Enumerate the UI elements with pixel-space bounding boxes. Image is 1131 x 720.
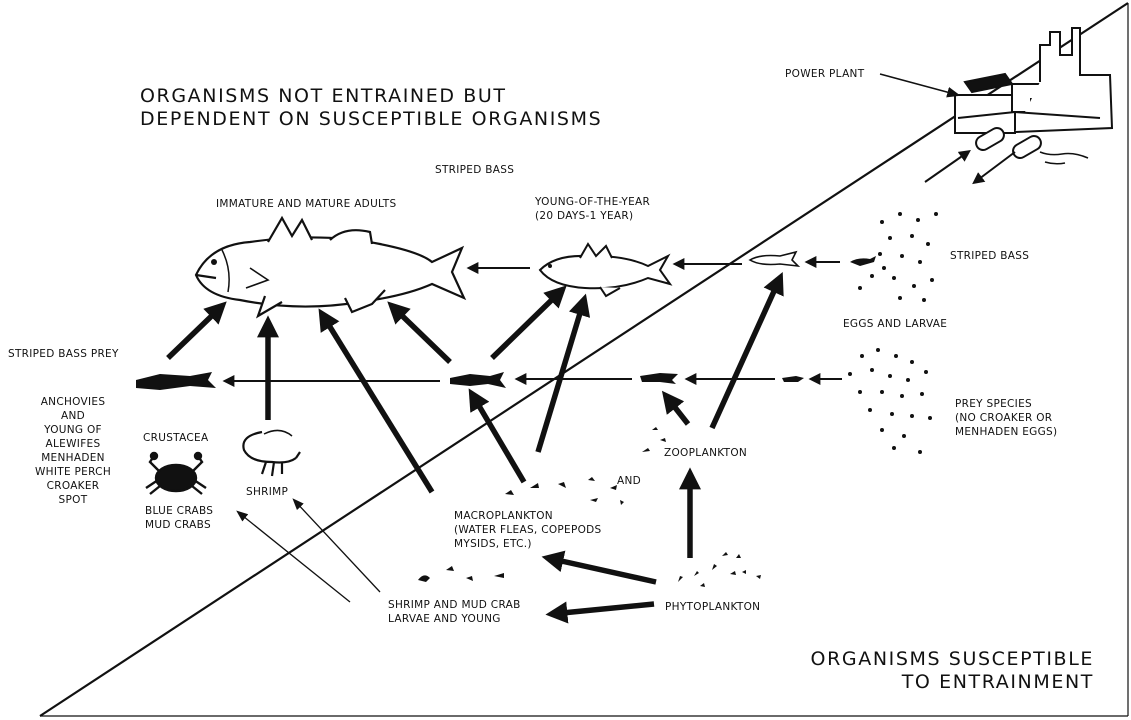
larval-bass-icon bbox=[748, 250, 801, 268]
zooplankton-specks bbox=[642, 427, 666, 452]
discharge-arrow bbox=[972, 151, 1016, 185]
prey-fish-small-icon bbox=[640, 373, 678, 384]
label-young-of-year: YOUNG-OF-THE-YEAR (20 DAYS-1 YEAR) bbox=[535, 196, 651, 222]
label-adults: IMMATURE AND MATURE ADULTS bbox=[216, 198, 397, 210]
power-plant-icon bbox=[954, 27, 1114, 165]
divider-line bbox=[39, 2, 1129, 717]
label-macroplankton: MACROPLANKTON (WATER FLEAS, COPEPODS MYS… bbox=[454, 510, 602, 550]
prey-larva-icon bbox=[782, 376, 804, 382]
label-zooplankton: ZOOPLANKTON bbox=[664, 447, 748, 459]
label-shrimp-crab-larvae: SHRIMP AND MUD CRAB LARVAE AND YOUNG bbox=[388, 599, 521, 625]
label-power-plant: POWER PLANT bbox=[785, 68, 865, 80]
label-and: AND bbox=[617, 475, 642, 487]
prey-species-eggs-dots bbox=[848, 348, 932, 454]
heading-not-entrained: ORGANISMS NOT ENTRAINED BUT DEPENDENT ON… bbox=[140, 85, 603, 130]
label-shrimp: SHRIMP bbox=[246, 486, 289, 498]
label-phytoplankton: PHYTOPLANKTON bbox=[665, 601, 761, 613]
horizontal-flow-arrows bbox=[222, 256, 842, 387]
label-striped-bass-eggs: STRIPED BASS bbox=[950, 250, 1030, 262]
prey-fish-large-icon bbox=[136, 372, 216, 390]
power-plant-pointer-arrow bbox=[879, 73, 961, 98]
macroplankton-specks bbox=[505, 477, 624, 505]
label-prey-species: PREY SPECIES (NO CROAKER OR MENHADEN EGG… bbox=[955, 398, 1058, 438]
bold-arrows bbox=[166, 271, 784, 624]
label-prey-fish-list: ANCHOVIES AND YOUNG OF ALEWIFES MENHADEN… bbox=[34, 396, 112, 506]
intake-arrow bbox=[924, 149, 971, 183]
prey-fish-medium-icon bbox=[450, 372, 506, 388]
tiny-larva-icon bbox=[850, 256, 876, 266]
adult-striped-bass-icon bbox=[194, 215, 467, 319]
label-striped-bass-prey: STRIPED BASS PREY bbox=[8, 348, 119, 360]
label-crabs: BLUE CRABS MUD CRABS bbox=[145, 505, 214, 531]
heading-susceptible: ORGANISMS SUSCEPTIBLE TO ENTRAINMENT bbox=[810, 648, 1094, 693]
thin-arrows bbox=[236, 498, 381, 603]
label-crustacea: CRUSTACEA bbox=[143, 432, 209, 444]
label-eggs-and-larvae: EGGS AND LARVAE bbox=[843, 318, 948, 330]
striped-bass-eggs-dots bbox=[858, 212, 938, 302]
label-striped-bass-title: STRIPED BASS bbox=[435, 164, 515, 176]
shrimp-icon bbox=[242, 429, 301, 477]
larvae-specks bbox=[418, 566, 504, 582]
phytoplankton-specks bbox=[678, 552, 761, 587]
young-striped-bass-icon bbox=[538, 242, 673, 298]
blue-crab-icon bbox=[145, 451, 207, 495]
